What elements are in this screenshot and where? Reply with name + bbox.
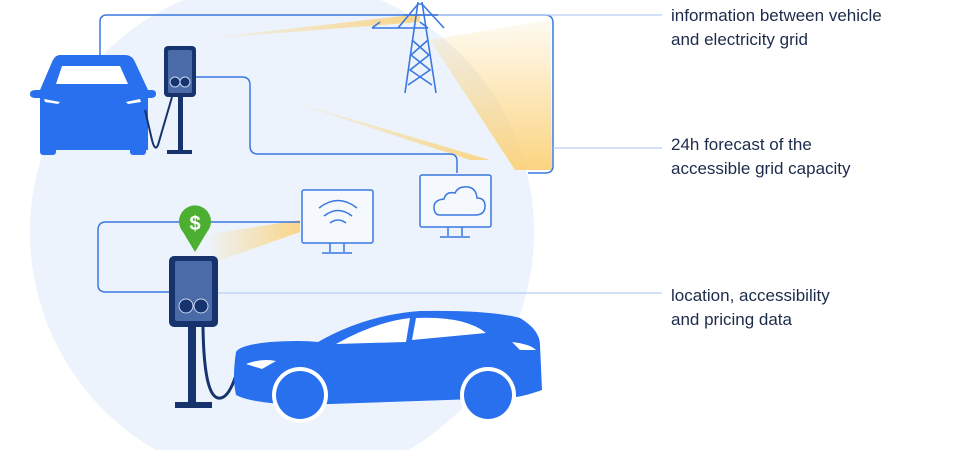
connection-line [195, 76, 458, 173]
label-line: and electricity grid [671, 30, 809, 49]
glow-beam [270, 95, 490, 160]
label-line: and pricing data [671, 310, 792, 329]
connection-line [99, 14, 554, 174]
label-location: location, accessibility and pricing data [671, 284, 830, 332]
label-grid-info: information between vehicle and electric… [671, 4, 882, 52]
label-line: 24h forecast of the [671, 135, 812, 154]
cloud-monitor-icon [419, 174, 492, 238]
dollar-sign: $ [189, 213, 200, 235]
price-marker-icon: $ [179, 205, 211, 252]
label-line: accessible grid capacity [671, 159, 851, 178]
glow-beam [205, 220, 300, 262]
charging-station-icon [144, 46, 196, 154]
power-pylon-icon [371, 1, 445, 94]
car-windshield [56, 66, 128, 84]
glow-beam [190, 14, 420, 40]
label-forecast: 24h forecast of the accessible grid capa… [671, 133, 851, 181]
charging-station-icon [169, 256, 238, 408]
glow-beam [430, 20, 552, 170]
label-line: location, accessibility [671, 286, 830, 305]
car-side-icon [234, 310, 542, 423]
wifi-monitor-icon [301, 189, 374, 254]
connection-line [97, 221, 300, 293]
label-line: information between vehicle [671, 6, 882, 25]
